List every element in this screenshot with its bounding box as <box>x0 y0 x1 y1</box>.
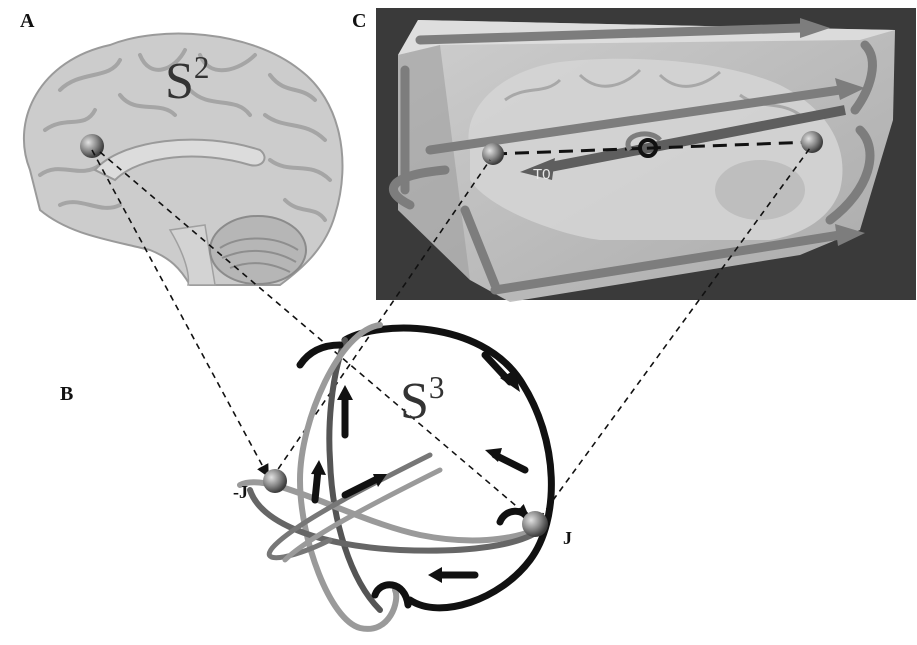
sphere-s2-label: S2 <box>165 52 210 111</box>
panel-b-label: B <box>60 383 73 406</box>
sphere-s2-base: S <box>165 53 194 110</box>
panel-a-label: A <box>20 10 34 33</box>
pole-positive-sphere <box>522 511 548 537</box>
t0-label: T0 <box>533 166 551 183</box>
cube-point-right-sphere <box>801 131 823 153</box>
sphere-s2-power: 2 <box>194 50 210 85</box>
pole-positive-label: J <box>563 528 572 549</box>
sphere-s3-power: 3 <box>429 370 445 405</box>
pole-negative-sphere <box>263 469 287 493</box>
brain-point-sphere <box>80 134 104 158</box>
cube-point-left-sphere <box>482 143 504 165</box>
panel-c-label: C <box>352 10 366 33</box>
panel-b-loops <box>240 325 551 629</box>
sphere-s3-base: S <box>400 373 429 430</box>
sphere-s3-label: S3 <box>400 372 445 431</box>
panel-c-cube <box>376 8 916 302</box>
pole-negative-label: -J <box>233 482 248 503</box>
